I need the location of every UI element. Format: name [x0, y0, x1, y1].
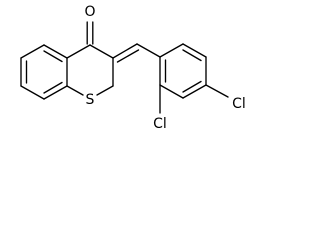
sulfur-atom-label: S — [86, 92, 95, 108]
bond-c2-s1 — [96, 85, 114, 96]
bond-c3-ch — [112, 43, 138, 59]
bond-c4-c3 — [89, 44, 114, 59]
dichlorophenyl-ring — [159, 43, 229, 114]
oxygen-atom-label: O — [84, 4, 95, 20]
bond-c5p-c6p-inner — [182, 49, 202, 62]
bond-c6p-c1p — [159, 43, 184, 58]
bond-c7-c8-inner — [43, 81, 63, 94]
bond-c4p-cl — [205, 84, 229, 98]
para-chlorine-atom-label: Cl — [232, 96, 246, 112]
thiopyranone-ring — [66, 21, 114, 96]
bond-c3-ch-inner — [116, 49, 140, 63]
bond-c3p-c4p-inner — [182, 80, 202, 93]
bond-c8a-c4a-inner — [43, 50, 63, 63]
bond-s1-c8a — [66, 85, 84, 96]
bond-c6-c7 — [20, 85, 45, 100]
bond-ch-c1prime — [136, 43, 161, 58]
chemical-structure: O S Cl Cl — [20, 4, 246, 132]
bond-c3p-c4p — [182, 84, 207, 99]
bond-c4a-c4 — [66, 44, 91, 59]
bond-c5p-c6p — [182, 43, 207, 58]
benzylidene-linker — [112, 43, 161, 63]
bond-c7-c8 — [43, 85, 68, 100]
ortho-chlorine-atom-label: Cl — [153, 116, 167, 132]
bond-c8a-c4a — [43, 44, 68, 59]
benzo-ring — [20, 44, 68, 100]
bond-c2p-c3p — [159, 84, 184, 99]
bond-c4a-c5 — [20, 44, 45, 59]
